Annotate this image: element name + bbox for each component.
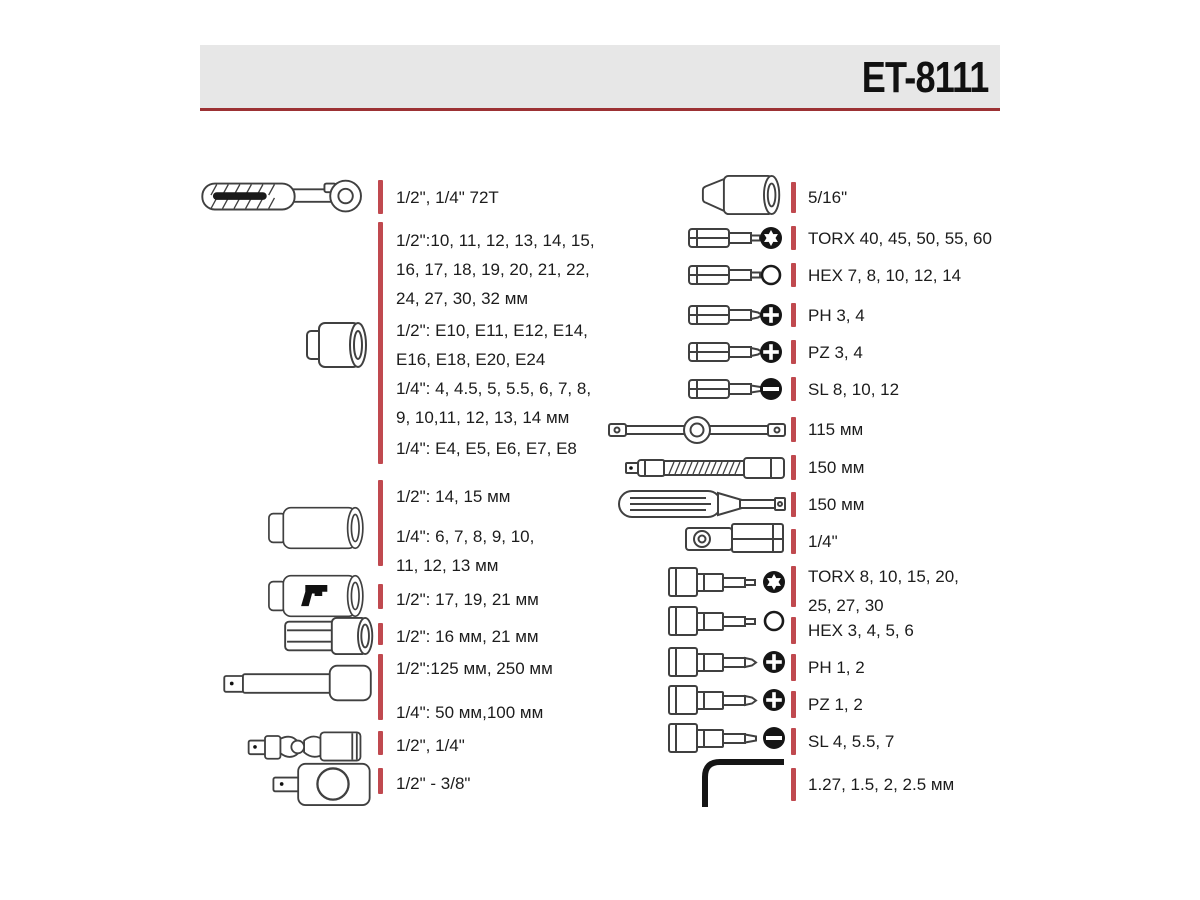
divider-bar xyxy=(378,480,383,566)
item-label: 1/4": 6, 7, 8, 9, 10, 11, 12, 13 мм xyxy=(396,527,535,575)
item-label: 1/4" xyxy=(808,532,838,551)
item-label: SL 8, 10, 12 xyxy=(808,380,900,399)
ratchet-icon xyxy=(201,179,362,213)
item-label: PZ 1, 2 xyxy=(808,695,863,714)
item-label: 1/2" - 3/8" xyxy=(396,774,471,793)
sl-bit-socket-icon xyxy=(668,722,785,754)
item-label: PH 3, 4 xyxy=(808,306,865,325)
divider-bar xyxy=(791,768,796,801)
deep-socket-icon xyxy=(268,506,364,550)
divider-bar xyxy=(791,654,796,681)
divider-bar xyxy=(378,222,383,464)
divider-bar xyxy=(791,566,796,607)
divider-bar xyxy=(791,728,796,755)
item-label: TORX 8, 10, 15, 20, 25, 27, 30 xyxy=(808,567,959,615)
pz-bit-icon xyxy=(688,341,782,363)
taper-socket-icon xyxy=(701,174,781,216)
hex-bit-socket-icon xyxy=(668,605,785,637)
spark-plug-socket-icon xyxy=(262,574,374,618)
divider-bar xyxy=(378,584,383,609)
divider-bar xyxy=(378,654,383,720)
item-label: 5/16" xyxy=(808,188,848,207)
hex-bit-icon xyxy=(688,264,782,286)
item-label: 1/2": 14, 15 мм xyxy=(396,487,511,506)
divider-bar xyxy=(791,377,796,401)
torx-bit-socket-icon xyxy=(668,566,785,598)
item-label: HEX 3, 4, 5, 6 xyxy=(808,621,914,640)
header-band: ET-8111 xyxy=(200,45,1000,108)
item-label: 1/2": 17, 19, 21 мм xyxy=(396,590,539,609)
item-label: 1/2", 1/4" xyxy=(396,736,465,755)
item-label: 1/2": 16 мм, 21 мм xyxy=(396,627,539,646)
item-label: 1.27, 1.5, 2, 2.5 мм xyxy=(808,775,955,794)
item-label: PZ 3, 4 xyxy=(808,343,863,362)
torx-bit-icon xyxy=(688,227,782,249)
divider-bar xyxy=(378,623,383,645)
flex-extension-icon xyxy=(625,457,785,479)
universal-joint-icon xyxy=(247,731,362,762)
divider-bar xyxy=(378,731,383,755)
divider-bar xyxy=(791,617,796,644)
divider-bar xyxy=(791,691,796,718)
screwdriver-handle-icon xyxy=(618,490,786,518)
item-label: PH 1, 2 xyxy=(808,658,865,677)
item-label: 115 мм xyxy=(808,420,864,439)
item-label: 1/4": 4, 4.5, 5, 5.5, 6, 7, 8, 9, 10,11,… xyxy=(396,379,592,427)
item-label: 1/4": 50 мм,100 мм xyxy=(396,703,544,722)
item-label: 150 мм xyxy=(808,458,865,477)
sl-bit-icon xyxy=(688,378,782,400)
divider-bar xyxy=(791,263,796,287)
divider-bar xyxy=(791,492,796,517)
square-adapter-icon xyxy=(272,762,371,806)
item-label: 1/4": E4, E5, E6, E7, E8 xyxy=(396,439,577,458)
pz-bit-socket-icon xyxy=(668,684,785,716)
socket-icon xyxy=(306,322,367,368)
item-label: TORX 40, 45, 50, 55, 60 xyxy=(808,229,992,248)
ph-bit-icon xyxy=(688,304,782,326)
hex-socket-icon xyxy=(284,616,374,656)
item-label: 1/2":125 мм, 250 мм xyxy=(396,659,553,678)
t-bar-icon xyxy=(608,416,786,444)
header-rule xyxy=(200,108,1000,111)
divider-bar xyxy=(791,529,796,554)
item-label: SL 4, 5.5, 7 xyxy=(808,732,895,751)
item-label: 150 мм xyxy=(808,495,865,514)
divider-bar xyxy=(791,417,796,442)
divider-bar xyxy=(791,182,796,213)
item-label: 1/2", 1/4" 72T xyxy=(396,188,499,207)
divider-bar xyxy=(791,303,796,327)
item-label: 1/2":10, 11, 12, 13, 14, 15, 16, 17, 18,… xyxy=(396,231,595,308)
hex-key-icon xyxy=(688,756,786,808)
extension-bar-icon xyxy=(223,664,372,702)
divider-bar xyxy=(791,455,796,480)
divider-bar xyxy=(378,180,383,214)
item-label: 1/2": E10, E11, E12, E14, E16, E18, E20,… xyxy=(396,321,588,369)
product-code: ET-8111 xyxy=(861,53,988,102)
bit-adapter-icon xyxy=(685,523,784,553)
item-label: HEX 7, 8, 10, 12, 14 xyxy=(808,266,962,285)
ph-bit-socket-icon xyxy=(668,646,785,678)
divider-bar xyxy=(791,226,796,250)
divider-bar xyxy=(791,340,796,364)
divider-bar xyxy=(378,768,383,794)
